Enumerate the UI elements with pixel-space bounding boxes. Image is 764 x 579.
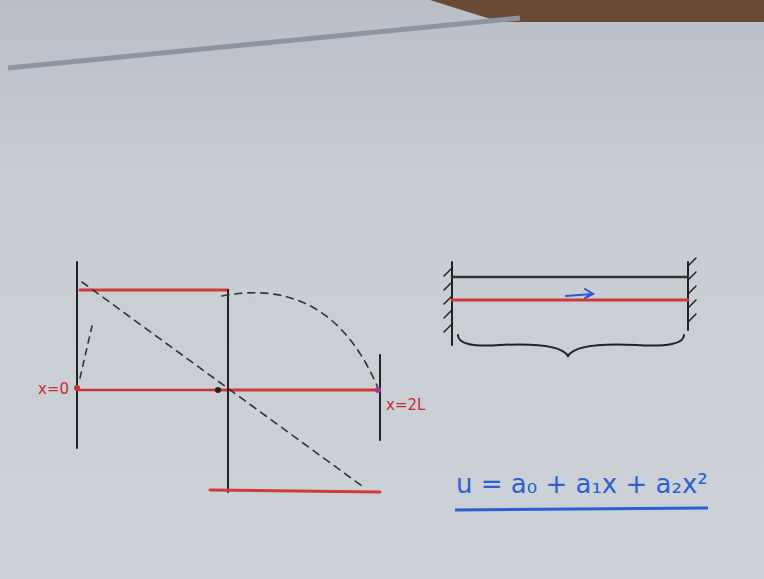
mode-shape-plot [74,262,381,492]
axis-line [76,262,78,448]
step-bottom [210,490,380,492]
step-vertical [227,290,229,492]
underline [455,508,708,510]
node-dot [215,387,221,393]
quadratic-dashed [222,293,378,388]
end-line [379,355,381,440]
linear-dashed [82,282,362,486]
node-dot [74,385,80,391]
position-label: x=2L [386,397,425,414]
wall-hatch [688,258,696,322]
load-arrow [566,289,593,298]
frame-shadow [8,18,520,68]
frame-band [430,0,764,22]
baseline [215,389,378,392]
node-dot [375,387,381,393]
equation: u = a₀ + a₁x + a₂x² [456,470,708,499]
fixed-wall [451,262,453,345]
baseline [77,389,215,392]
board-edge [8,0,764,68]
bar-top [452,276,688,279]
curly-brace [458,335,684,356]
position-label: x=0 [38,381,69,398]
bar-bottom [452,299,688,302]
step-top [80,289,228,292]
dashed-stub [80,326,92,378]
fixed-wall [687,262,689,330]
bar-sketch [444,258,696,356]
